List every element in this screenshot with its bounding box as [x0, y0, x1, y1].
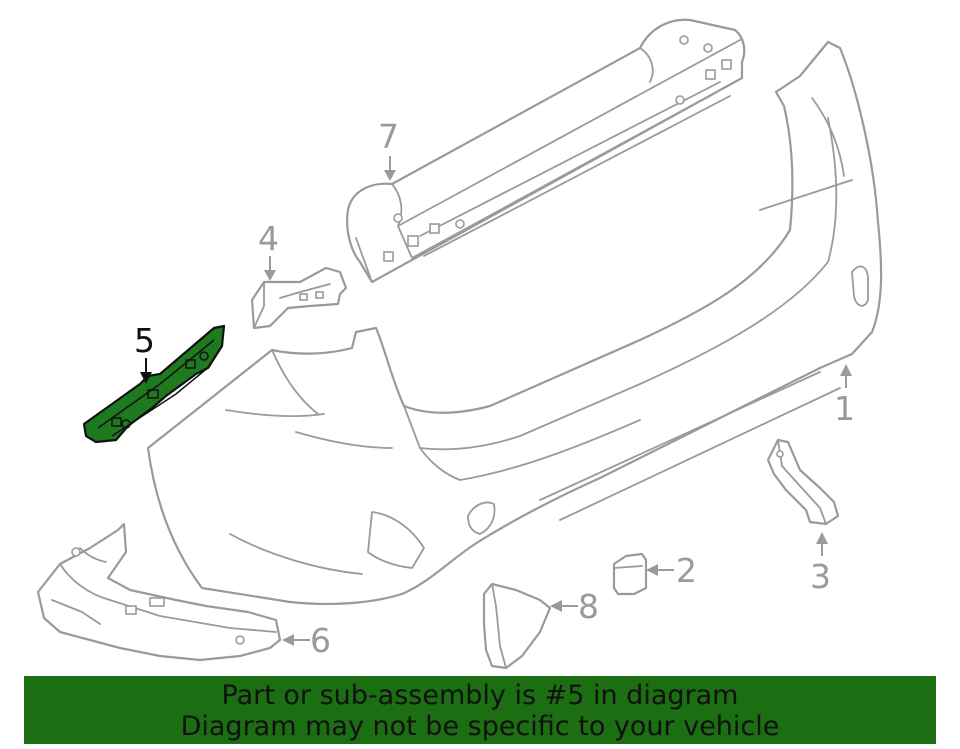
callout-1: 1	[834, 364, 855, 428]
info-banner: Part or sub-assembly is #5 in diagram Di…	[24, 676, 936, 744]
callout-5: 5	[134, 321, 155, 384]
part-7-reinforcement-beam[interactable]	[346, 18, 746, 284]
part-8-cover[interactable]	[482, 582, 552, 670]
banner-line-2: Diagram may not be specific to your vehi…	[180, 711, 780, 742]
callout-6: 6	[282, 621, 331, 660]
part-6-lower-panel[interactable]	[36, 522, 282, 662]
part-3-side-bracket[interactable]	[766, 438, 840, 526]
svg-text:5: 5	[134, 321, 155, 360]
callout-8: 8	[550, 587, 599, 626]
svg-text:4: 4	[258, 219, 279, 258]
callout-4: 4	[258, 219, 279, 281]
part-4-bracket[interactable]	[250, 266, 348, 330]
callout-2: 2	[646, 551, 697, 590]
svg-text:2: 2	[676, 551, 697, 590]
part-2-clip[interactable]	[612, 552, 648, 596]
part-1-bumper-cover[interactable]	[146, 40, 883, 605]
banner-line-1: Part or sub-assembly is #5 in diagram	[221, 680, 739, 711]
parts-diagram: 7 4 5 1 3 2 8 6	[36, 18, 883, 670]
svg-text:3: 3	[810, 557, 831, 596]
svg-text:8: 8	[578, 587, 599, 626]
svg-text:1: 1	[834, 389, 855, 428]
callout-3: 3	[810, 532, 831, 596]
svg-text:6: 6	[310, 621, 331, 660]
part-5-bracket-highlighted[interactable]	[82, 324, 226, 444]
callout-7: 7	[378, 117, 399, 181]
svg-text:7: 7	[378, 117, 399, 156]
